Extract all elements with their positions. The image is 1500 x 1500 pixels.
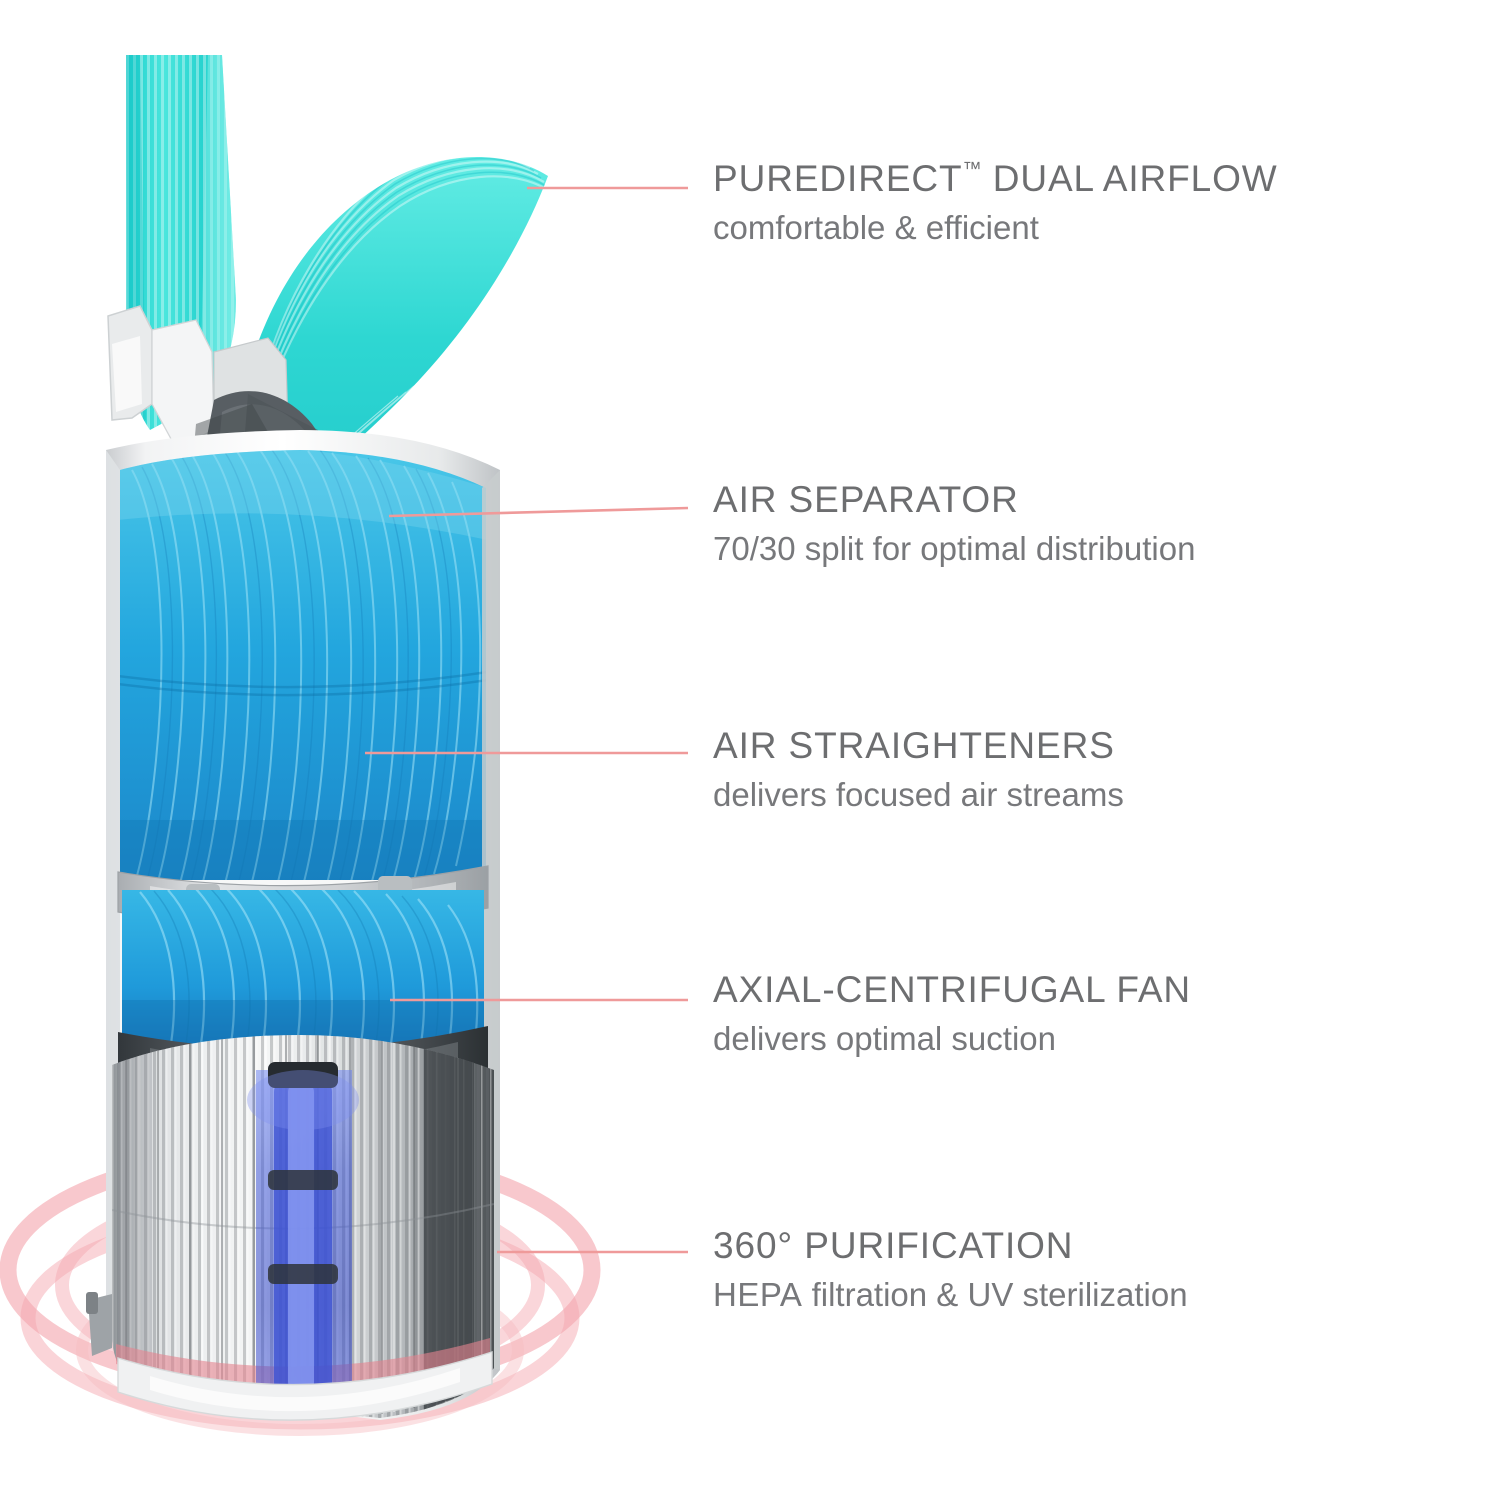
- callout-title: 360° PURIFICATION: [713, 1225, 1074, 1266]
- hepa-label: HEPA: [713, 1275, 803, 1313]
- axial-centrifugal-fan: [122, 890, 484, 1050]
- callout-title: AXIAL-CENTRIFUGAL FAN: [713, 969, 1192, 1010]
- callout-subtitle: 70/30 split for optimal distribution: [713, 529, 1196, 567]
- callout-air-straighteners: AIR STRAIGHTENERS delivers focused air s…: [713, 725, 1124, 813]
- product-illustration: [0, 55, 601, 1436]
- callout-puredirect-dual-airflow: PUREDIRECT™ DUAL AIRFLOW comfortable & e…: [713, 158, 1278, 246]
- callout-subtitle: delivers focused air streams: [713, 775, 1124, 813]
- callout-title: PUREDIRECT™ DUAL AIRFLOW: [713, 158, 1278, 200]
- base: [86, 1292, 493, 1421]
- callout-subtitle: HEPA filtration & UV sterilization: [713, 1275, 1188, 1313]
- trademark-symbol: ™: [962, 159, 982, 180]
- callout-air-separator: AIR SEPARATOR 70/30 split for optimal di…: [713, 479, 1196, 567]
- callout-subtitle: delivers optimal suction: [713, 1019, 1056, 1057]
- uv-lamp: [247, 1062, 359, 1407]
- callout-title: AIR SEPARATOR: [713, 479, 1019, 520]
- callout-axial-centrifugal-fan: AXIAL-CENTRIFUGAL FAN delivers optimal s…: [713, 969, 1192, 1057]
- air-straightener-blades: [120, 450, 486, 880]
- callout-subtitle: comfortable & efficient: [713, 208, 1039, 246]
- callout-title: AIR STRAIGHTENERS: [713, 725, 1115, 766]
- callout-360-purification: 360° PURIFICATION HEPA filtration & UV s…: [713, 1225, 1188, 1313]
